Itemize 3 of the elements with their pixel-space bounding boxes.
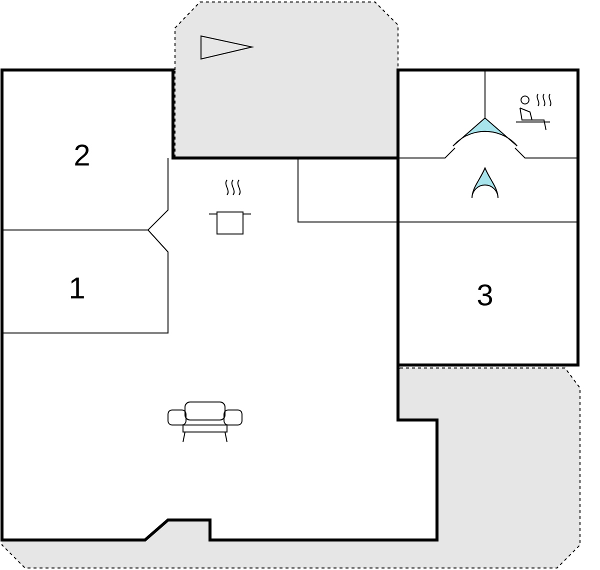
room-number: 2 (75, 144, 89, 166)
room-number: 1 (70, 278, 84, 298)
room-number: 3 (478, 284, 492, 306)
